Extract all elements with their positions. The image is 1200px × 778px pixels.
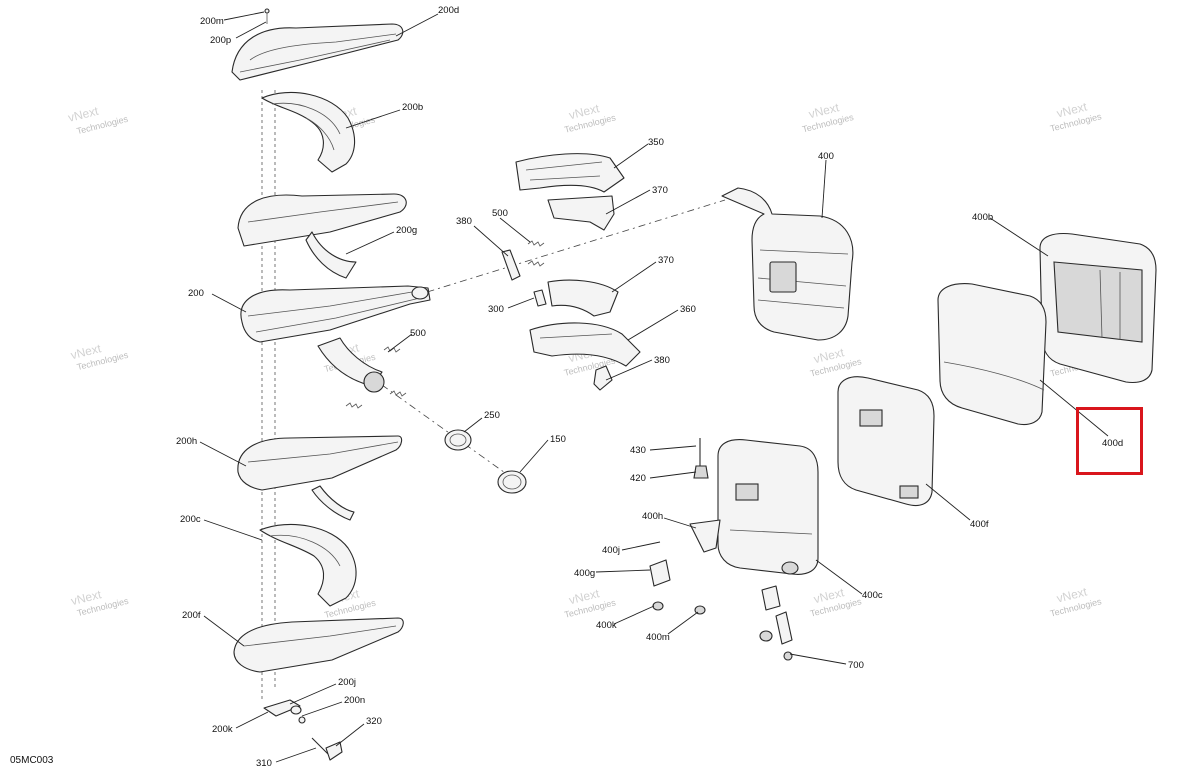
callout-400: 400 <box>818 151 834 162</box>
callout-200m: 200m <box>200 16 224 27</box>
callout-360: 360 <box>680 304 696 315</box>
part-200-main-muffler <box>240 285 431 393</box>
callout-700: 700 <box>848 660 864 671</box>
callout-430: 430 <box>630 445 646 456</box>
part-400d-shield <box>937 283 1047 426</box>
callout-200: 200 <box>188 288 204 299</box>
callout-370-upper: 370 <box>652 185 668 196</box>
callout-200c: 200c <box>180 514 201 525</box>
callout-200h: 200h <box>176 436 197 447</box>
callout-150: 150 <box>550 434 566 445</box>
part-370-clamp-lower <box>547 279 619 317</box>
mounting-hardware <box>649 438 793 661</box>
part-400b-shield-back <box>1039 232 1157 384</box>
part-350-pipe <box>515 153 625 193</box>
callout-400m: 400m <box>646 632 670 643</box>
part-200g-cover <box>237 193 407 279</box>
callout-200d: 200d <box>438 5 459 16</box>
part-380-gasket-upper <box>501 249 521 281</box>
part-200m-screw <box>264 8 270 14</box>
part-200b-shield <box>261 92 356 173</box>
part-400-muffler <box>721 187 854 341</box>
callout-400b: 400b <box>972 212 993 223</box>
callout-310: 310 <box>256 758 272 769</box>
diagram-code: 05MC003 <box>10 755 54 766</box>
part-200j-bracket <box>263 699 306 724</box>
part-360-pipe-lower <box>529 322 641 367</box>
callout-400d: 400d <box>1102 438 1123 449</box>
callout-250: 250 <box>484 410 500 421</box>
part-150-ring <box>497 470 527 494</box>
leader-lines <box>199 11 1109 763</box>
part-200d-top-cover <box>231 23 404 81</box>
callout-320: 320 <box>366 716 382 727</box>
callout-labels: 200m 200p 200d 200b 200g 200 200h 200c 2… <box>176 5 1123 769</box>
callout-200k: 200k <box>212 724 233 735</box>
part-380-gasket-lower <box>593 365 613 391</box>
callout-200n: 200n <box>344 695 365 706</box>
part-310-320-bolt <box>311 737 343 761</box>
callout-380-upper: 380 <box>456 216 472 227</box>
callout-200g: 200g <box>396 225 417 236</box>
callout-350: 350 <box>648 137 664 148</box>
callout-200p: 200p <box>210 35 231 46</box>
selected-part-highlight[interactable] <box>1076 407 1143 475</box>
callout-200b: 200b <box>402 102 423 113</box>
callout-420: 420 <box>630 473 646 484</box>
part-200f-lower-shell <box>233 617 404 673</box>
part-200h-shell <box>237 435 403 521</box>
part-500-springs-upper <box>527 240 545 267</box>
part-200c-shield <box>259 523 357 607</box>
part-400f-shield <box>837 376 935 507</box>
part-400c-mount-plate <box>717 439 819 575</box>
callout-400k: 400k <box>596 620 617 631</box>
part-300-gasket <box>533 289 547 307</box>
callout-380-lower: 380 <box>654 355 670 366</box>
callout-400j: 400j <box>602 545 620 556</box>
callout-500-upper: 500 <box>492 208 508 219</box>
callout-200f: 200f <box>182 610 201 621</box>
callout-500-lower: 500 <box>410 328 426 339</box>
callout-300: 300 <box>488 304 504 315</box>
callout-400h: 400h <box>642 511 663 522</box>
callout-400f: 400f <box>970 519 989 530</box>
part-250-ring <box>444 429 472 451</box>
callout-400c: 400c <box>862 590 883 601</box>
callout-400g: 400g <box>574 568 595 579</box>
callout-200j: 200j <box>338 677 356 688</box>
part-370-clamp-upper <box>547 195 615 231</box>
callout-370-lower: 370 <box>658 255 674 266</box>
